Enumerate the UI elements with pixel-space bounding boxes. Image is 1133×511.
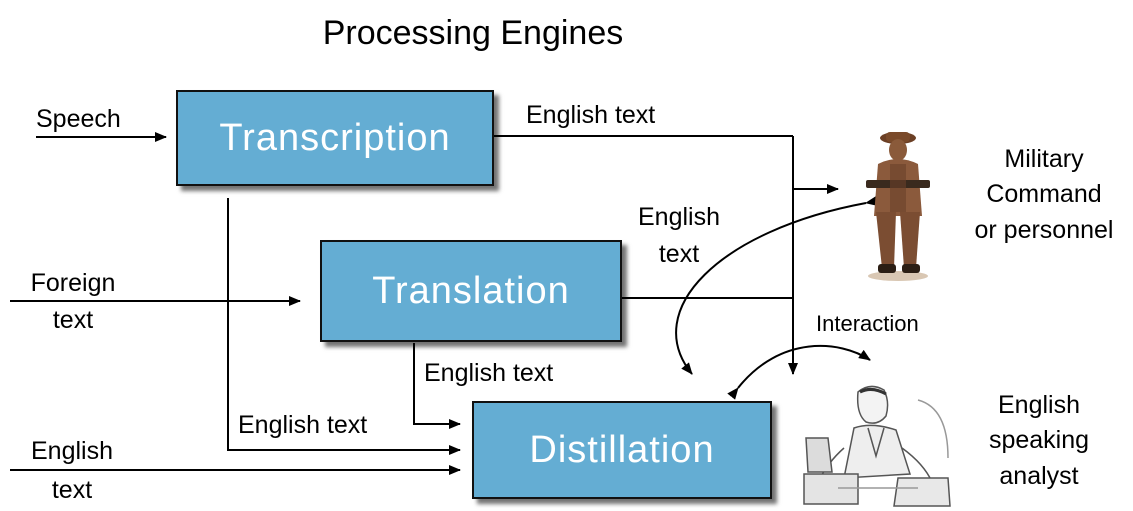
soldier-icon bbox=[866, 132, 930, 281]
analyst-line2: speaking bbox=[988, 426, 1090, 455]
analyst-icon bbox=[803, 385, 951, 507]
military-line2: Command bbox=[986, 180, 1102, 209]
translation-output-line1: English bbox=[638, 203, 720, 231]
translation-to-distillation-line bbox=[413, 343, 461, 429]
foreign-text-line2: text bbox=[52, 306, 94, 335]
translation-label: Translation bbox=[372, 269, 570, 312]
transcription-output-label: English text bbox=[526, 101, 656, 129]
military-analyst-curve bbox=[675, 196, 878, 375]
translation-box: Translation bbox=[320, 240, 622, 342]
transcription-to-distillation-label: English text bbox=[238, 411, 368, 439]
translation-output-line2: text bbox=[658, 240, 700, 269]
foreign-text-line1: Foreign bbox=[30, 269, 116, 297]
foreign-text-label: Foreign text bbox=[18, 268, 128, 337]
military-label: Military Command or personnel bbox=[964, 144, 1124, 246]
speech-label: Speech bbox=[36, 105, 121, 133]
distillation-box: Distillation bbox=[472, 401, 772, 499]
interaction-curve bbox=[727, 345, 871, 400]
analyst-line3: analyst bbox=[999, 461, 1079, 490]
english-text-input-line1: English bbox=[31, 437, 113, 465]
interaction-label: Interaction bbox=[816, 311, 919, 336]
transcription-label: Transcription bbox=[219, 116, 451, 159]
transcription-box: Transcription bbox=[176, 90, 494, 186]
military-line3: or personnel bbox=[974, 215, 1114, 244]
distillation-label: Distillation bbox=[529, 428, 715, 471]
transcription-to-distillation-line bbox=[227, 198, 461, 455]
analyst-label: English speaking analyst bbox=[964, 390, 1114, 492]
translation-output-label: English text bbox=[620, 202, 738, 271]
analyst-line1: English bbox=[998, 391, 1080, 419]
english-text-input-label: English text bbox=[22, 436, 122, 507]
translation-to-distillation-label: English text bbox=[424, 359, 554, 387]
military-line1: Military bbox=[1004, 145, 1084, 173]
diagram-title: Processing Engines bbox=[322, 14, 624, 52]
english-text-input-line2: text bbox=[51, 476, 93, 505]
